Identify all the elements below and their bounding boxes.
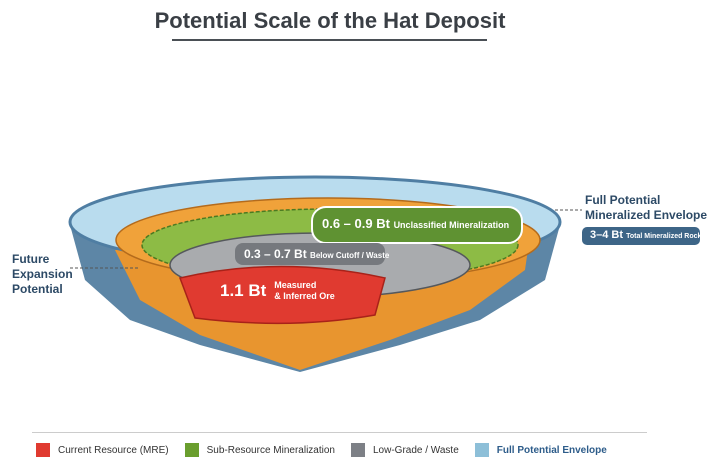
legend-item: Low-Grade / Waste bbox=[351, 443, 459, 457]
legend-divider bbox=[32, 432, 647, 433]
legend-label: Full Potential Envelope bbox=[496, 444, 607, 456]
green-callout: 0.6 – 0.9 Bt Unclassified Mineralization bbox=[322, 216, 509, 231]
green-desc: Unclassified Mineralization bbox=[393, 220, 510, 230]
legend-label: Sub-Resource Mineralization bbox=[206, 444, 335, 456]
legend-swatch bbox=[351, 443, 365, 457]
envelope-line: Mineralized Envelope bbox=[585, 208, 708, 222]
legend-item: Full Potential Envelope bbox=[474, 443, 607, 457]
red-value: 1.1 Bt bbox=[220, 281, 267, 300]
gray-callout: 0.3 – 0.7 Bt Below Cutoff / Waste bbox=[244, 247, 389, 261]
title-underline bbox=[172, 39, 487, 41]
left-label-line: Future bbox=[12, 252, 50, 266]
gray-value: 0.3 – 0.7 Bt bbox=[244, 247, 307, 261]
gray-callout-bg bbox=[235, 243, 385, 265]
legend-item: Sub-Resource Mineralization bbox=[184, 443, 335, 457]
envelope-desc: Total Mineralized Rock bbox=[626, 233, 702, 240]
green-callout-bg bbox=[311, 206, 523, 244]
envelope-value-badge bbox=[582, 227, 700, 245]
deposit-diagram bbox=[68, 175, 700, 372]
legend-swatch bbox=[184, 443, 199, 457]
left-label-line: Expansion bbox=[12, 267, 73, 281]
left-label-line: Potential bbox=[12, 282, 63, 296]
red-ore-zone bbox=[178, 265, 386, 325]
legend-item: Current Resource (MRE) bbox=[36, 443, 169, 457]
gray-desc: Below Cutoff / Waste bbox=[310, 251, 390, 260]
envelope-line: Full Potential bbox=[585, 193, 661, 207]
envelope-value: 3–4 Bt bbox=[590, 229, 624, 241]
envelope-badge: 3–4 Bt Total Mineralized Rock bbox=[590, 229, 701, 241]
legend: Current Resource (MRE) Sub-Resource Mine… bbox=[36, 443, 623, 457]
red-desc-1: Measured bbox=[274, 280, 317, 290]
legend-label: Low-Grade / Waste bbox=[373, 444, 459, 456]
page-title: Potential Scale of the Hat Deposit bbox=[154, 8, 506, 33]
green-value: 0.6 – 0.9 Bt bbox=[322, 216, 390, 231]
legend-swatch bbox=[474, 443, 489, 457]
red-callout: 1.1 Bt Measured& Inferred Ore bbox=[220, 280, 335, 302]
legend-swatch bbox=[36, 443, 50, 457]
red-desc-2: & Inferred Ore bbox=[274, 291, 335, 301]
legend-label: Current Resource (MRE) bbox=[58, 444, 169, 456]
